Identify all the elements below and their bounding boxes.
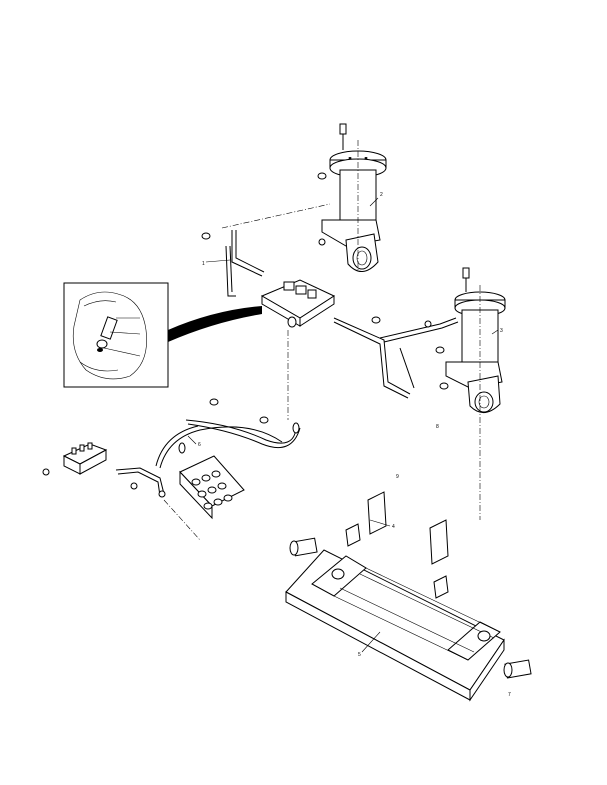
fittings <box>42 172 449 498</box>
hydraulic-hoses <box>115 419 301 497</box>
inset-pointer <box>168 306 262 342</box>
callout-label: 4 <box>392 524 395 530</box>
control-valve-bank-center <box>163 455 245 541</box>
detail-inset <box>63 282 169 388</box>
leader-lines <box>187 197 499 653</box>
pins <box>289 537 532 679</box>
callout-label: 9 <box>396 474 399 480</box>
callout-label: 1 <box>202 261 205 267</box>
hydraulic-cylinder-upper <box>321 123 387 272</box>
valve-block <box>260 279 336 420</box>
callout-label: 3 <box>500 328 503 334</box>
callout-label: 2 <box>380 192 383 198</box>
hydraulic-tubing-right <box>333 317 459 399</box>
callout-label: 6 <box>198 442 201 448</box>
hydraulic-cylinder-lower <box>445 267 506 520</box>
base-frame <box>285 549 505 702</box>
hydraulic-tubing-upper <box>221 203 331 297</box>
control-valve-bank-left <box>62 442 108 475</box>
callout-label: 5 <box>358 652 361 658</box>
callout-label: 8 <box>436 424 439 430</box>
callout-label: 7 <box>508 692 511 698</box>
